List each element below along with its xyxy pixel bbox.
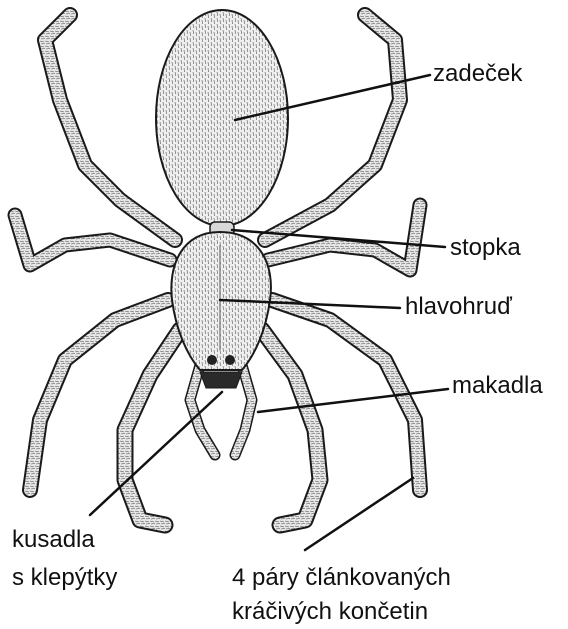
label-hlavohrud: hlavohruď — [405, 295, 512, 319]
label-makadla: makadla — [452, 374, 543, 398]
label-pary-line1: 4 páry článkovaných — [232, 566, 451, 590]
label-kusadla-line2: s klepýtky — [12, 566, 117, 590]
eye-right — [225, 355, 235, 365]
chelicerae-shape — [200, 372, 242, 388]
abdomen-shape — [156, 10, 288, 226]
label-stopka: stopka — [450, 236, 521, 260]
leg-back-right — [262, 330, 320, 525]
pointer-makadla — [258, 389, 448, 412]
eye-left — [207, 355, 217, 365]
label-pary-line2: kráčivých končetin — [232, 600, 428, 624]
label-kusadla-line1: kusadla — [12, 528, 95, 552]
pointer-kusadla — [90, 392, 222, 515]
leg-second-right — [268, 205, 420, 270]
leg-back-left — [125, 330, 180, 525]
label-zadecek: zadeček — [433, 62, 522, 86]
